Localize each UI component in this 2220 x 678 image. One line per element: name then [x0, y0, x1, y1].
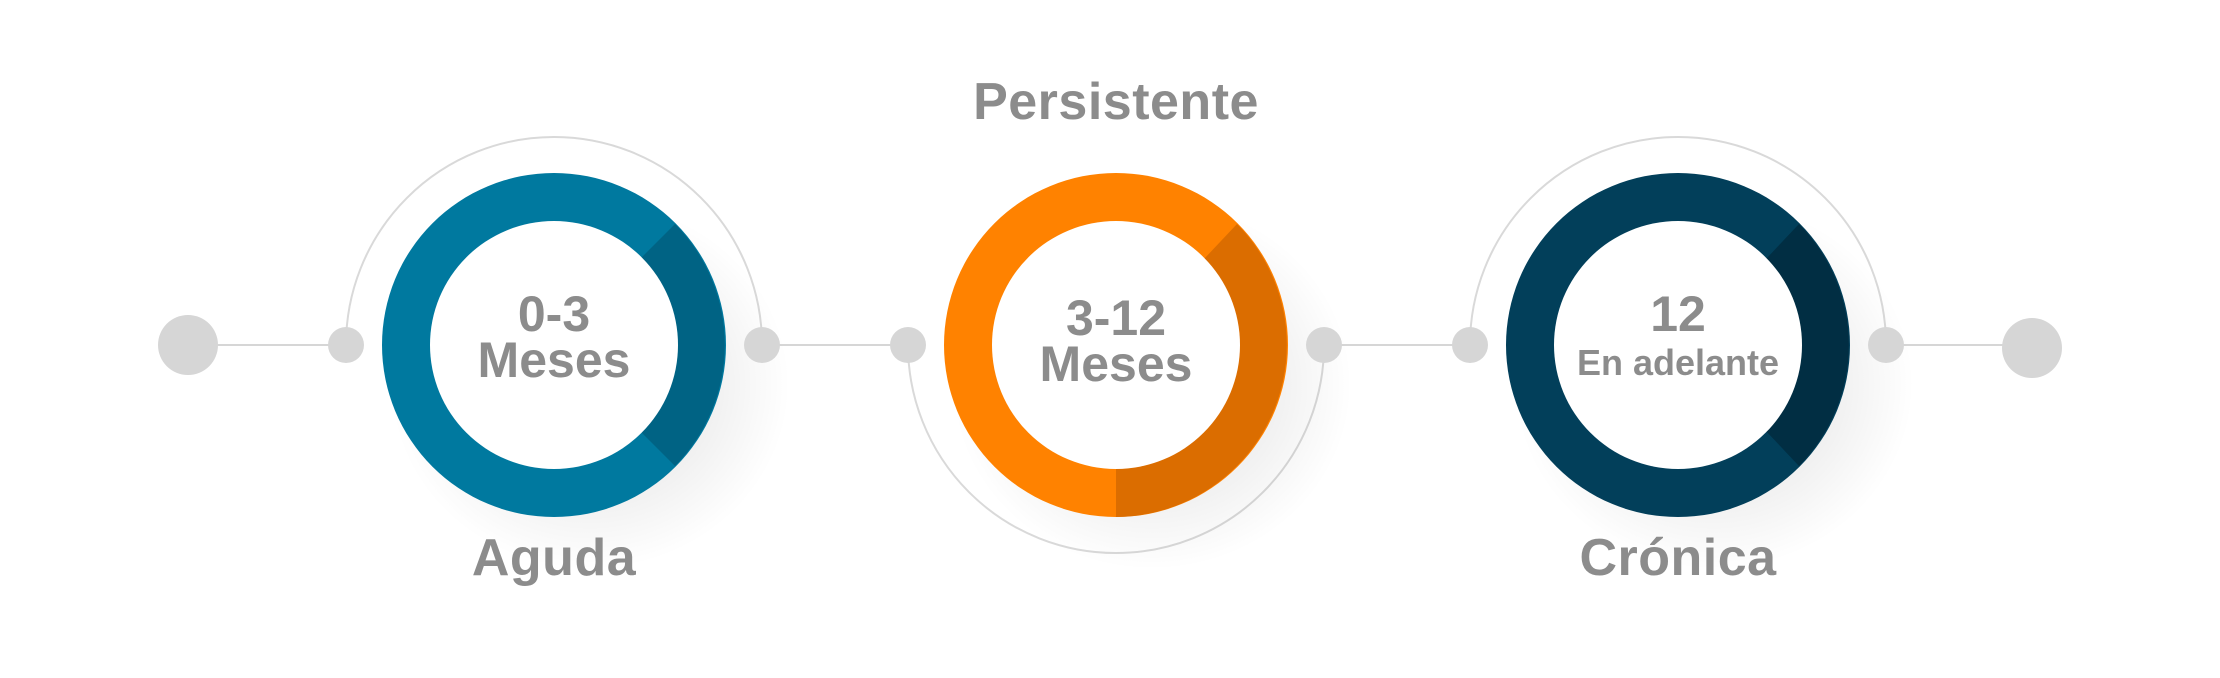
ring-inner-persistente — [992, 221, 1240, 469]
stage-unit-persistente: Meses — [1039, 336, 1193, 392]
stage-unit-aguda: Meses — [477, 332, 631, 388]
end-dot — [2002, 318, 2062, 378]
junction-dot — [744, 327, 780, 363]
ring-cronica — [1506, 173, 1850, 517]
junction-dot — [328, 327, 364, 363]
stage-value-persistente: 3-12 — [1065, 290, 1167, 346]
stage-title-persistente: Persistente — [973, 73, 1259, 131]
stage-title-aguda: Aguda — [471, 529, 637, 587]
ring-inner-cronica — [1554, 221, 1802, 469]
orbit-arc-aguda — [345, 136, 763, 346]
junction-dot — [1452, 327, 1488, 363]
orbit-arc-cronica — [1469, 136, 1887, 346]
junction-dot — [1868, 327, 1904, 363]
ring-aguda — [382, 173, 726, 517]
stage-value-cronica: 12 — [1650, 286, 1706, 342]
connector-dots — [158, 315, 2062, 378]
junction-dot — [890, 327, 926, 363]
ring-inner-aguda — [430, 221, 678, 469]
stage-title-cronica: Crónica — [1579, 529, 1777, 587]
end-dot — [158, 315, 218, 375]
ring-shade-persistente — [1116, 224, 1287, 517]
ring-shade-cronica — [1766, 224, 1849, 466]
junction-dot — [1306, 327, 1342, 363]
ring-persistente — [944, 173, 1288, 517]
stage-unit-cronica: En adelante — [1576, 342, 1780, 383]
stage-value-aguda: 0-3 — [517, 286, 591, 342]
